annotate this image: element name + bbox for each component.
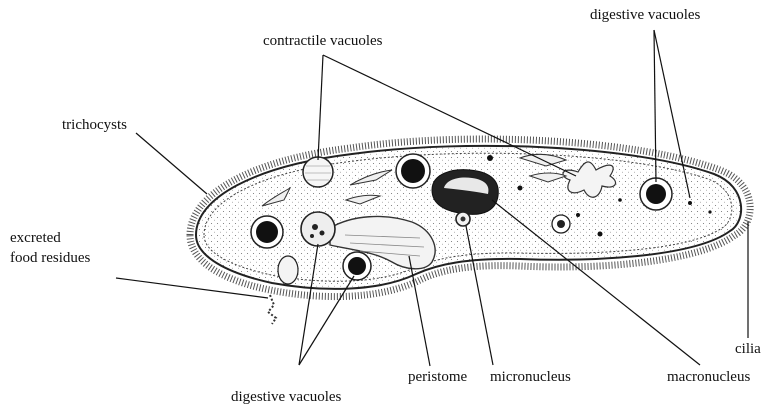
label-excreted-line2: food residues — [10, 248, 90, 268]
label-digestive-vacuoles-bottom: digestive vacuoles — [231, 388, 341, 406]
label-trichocysts: trichocysts — [62, 116, 127, 134]
residue-vacuole — [278, 256, 298, 284]
excreted-residue — [268, 295, 276, 324]
label-excreted-food-residues: excreted food residues — [10, 228, 90, 268]
label-micronucleus: micronucleus — [490, 368, 571, 386]
label-macronucleus: macronucleus — [667, 368, 750, 386]
gullet-vacuole — [301, 212, 335, 246]
label-digestive-vacuoles-top: digestive vacuoles — [590, 6, 700, 24]
label-peristome: peristome — [408, 368, 467, 386]
label-cilia: cilia — [735, 340, 761, 358]
contractile-vacuole-left — [303, 157, 333, 187]
label-contractile-vacuoles: contractile vacuoles — [263, 32, 383, 50]
label-excreted-line1: excreted — [10, 228, 90, 248]
